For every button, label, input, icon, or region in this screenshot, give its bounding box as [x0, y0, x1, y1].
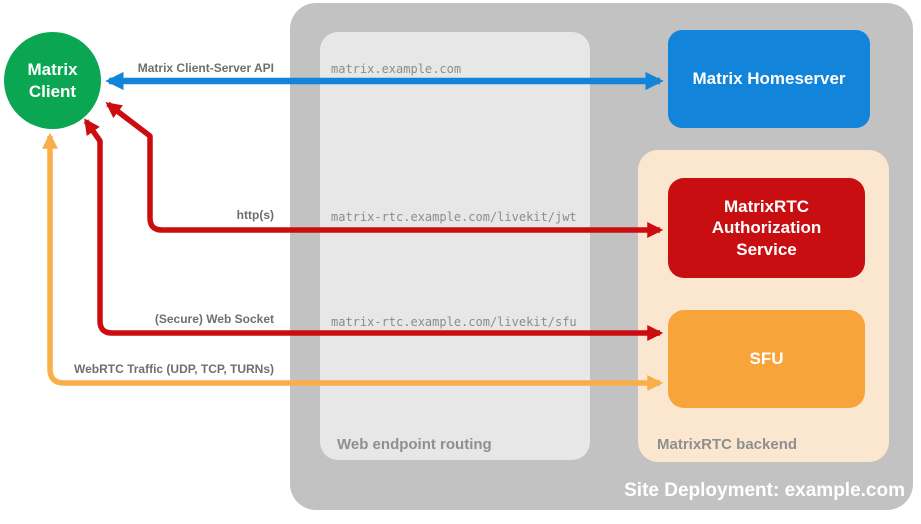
- site-deployment-title: Site Deployment: example.com: [624, 480, 905, 501]
- auth-service-label-line1: MatrixRTC: [723, 197, 809, 217]
- sfu-node: SFU: [668, 310, 865, 408]
- matrix-client-node: Matrix Client: [4, 32, 101, 129]
- web-endpoint-routing-caption: Web endpoint routing: [337, 436, 492, 453]
- matrix-homeserver-label: Matrix Homeserver: [692, 69, 846, 89]
- livekit-sfu-route-url: matrix-rtc.example.com/livekit/sfu: [331, 315, 577, 329]
- homeserver-route-url: matrix.example.com: [331, 62, 462, 76]
- matrixrtc-authorization-service-node: MatrixRTC Authorization Service: [668, 178, 865, 278]
- matrix-client-label-line2: Client: [28, 81, 77, 101]
- sfu-label: SFU: [749, 349, 784, 369]
- matrixrtc-backend-caption: MatrixRTC backend: [657, 436, 798, 453]
- matrix-client-label-line1: Matrix: [27, 60, 78, 80]
- web-socket-edge-label: (Secure) Web Socket: [154, 312, 274, 326]
- https-edge-label: http(s): [236, 208, 274, 222]
- client-server-api-edge-label: Matrix Client-Server API: [137, 61, 274, 75]
- auth-service-label-line3: Service: [736, 239, 797, 259]
- matrix-homeserver-node: Matrix Homeserver: [668, 30, 870, 128]
- livekit-jwt-route-url: matrix-rtc.example.com/livekit/jwt: [331, 210, 577, 224]
- auth-service-label-line2: Authorization: [711, 218, 822, 238]
- web-endpoint-routing-container: [320, 32, 590, 460]
- webrtc-traffic-edge-label: WebRTC Traffic (UDP, TCP, TURNs): [73, 362, 274, 376]
